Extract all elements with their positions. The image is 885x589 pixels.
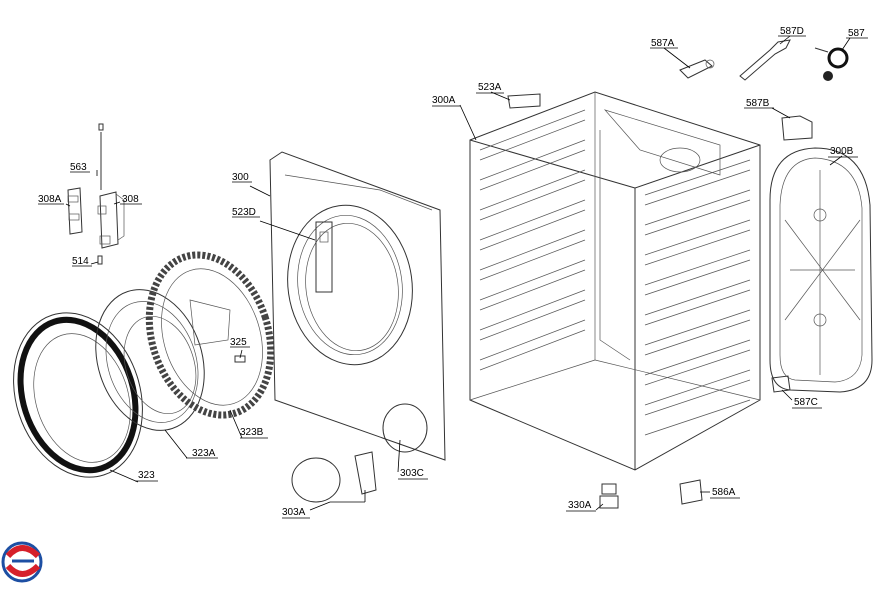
callout-330A: 330A — [568, 500, 592, 511]
service-cover-303A — [291, 451, 377, 503]
callout-563: 563 — [70, 162, 87, 173]
door-inner-frame-323B — [145, 251, 275, 419]
cabinet-300A — [469, 91, 761, 471]
cabinet-left-ribs — [479, 109, 586, 371]
callout-300A: 300A — [432, 95, 456, 106]
bracket-523A — [507, 93, 541, 109]
callout-323A: 323A — [192, 448, 216, 459]
door-lock-523D — [315, 221, 333, 293]
callout-308: 308 — [122, 194, 139, 205]
callout-587: 587 — [848, 28, 865, 39]
bracket-586A — [679, 479, 703, 505]
callout-labels: 563 308A 308 514 300 523D 325 323 323A 3… — [38, 26, 868, 519]
screw-514 — [97, 255, 103, 265]
callout-303A: 303A — [282, 507, 306, 518]
callout-308A: 308A — [38, 194, 62, 205]
clip-587C — [771, 375, 791, 393]
callout-514: 514 — [72, 256, 89, 267]
hinge-308 — [97, 191, 125, 249]
hinge-pin-325 — [234, 355, 246, 363]
callout-325: 325 — [230, 337, 247, 348]
hinge-308A — [67, 187, 83, 235]
callout-303C: 303C — [400, 468, 424, 479]
callout-587C: 587C — [794, 397, 818, 408]
callout-586A: 586A — [712, 487, 736, 498]
cabinet-inner-frame — [599, 109, 721, 361]
rear-panel-300B — [769, 147, 873, 393]
callout-523D: 523D — [232, 207, 256, 218]
callout-523A: 523A — [478, 82, 502, 93]
callout-587A: 587A — [651, 38, 675, 49]
front-panel-300 — [269, 151, 446, 461]
callout-587B: 587B — [746, 98, 770, 109]
callout-587D: 587D — [780, 26, 804, 37]
callout-323B: 323B — [240, 427, 264, 438]
callout-300: 300 — [232, 172, 249, 183]
callout-323: 323 — [138, 470, 155, 481]
leader-lines — [65, 35, 851, 511]
bracket-587B — [781, 115, 813, 141]
wrench-587D — [739, 39, 791, 81]
door-glass-323A — [95, 289, 205, 431]
callout-300B: 300B — [830, 146, 854, 157]
cabinet-right-ribs — [644, 159, 751, 436]
brand-logo-icon — [1, 541, 43, 583]
hose-587 — [814, 47, 849, 81]
door-outer-ring-323 — [13, 312, 143, 478]
pump-part-330A — [599, 483, 619, 509]
valve-587A — [679, 59, 715, 79]
hinge-rod-563 — [98, 123, 104, 190]
